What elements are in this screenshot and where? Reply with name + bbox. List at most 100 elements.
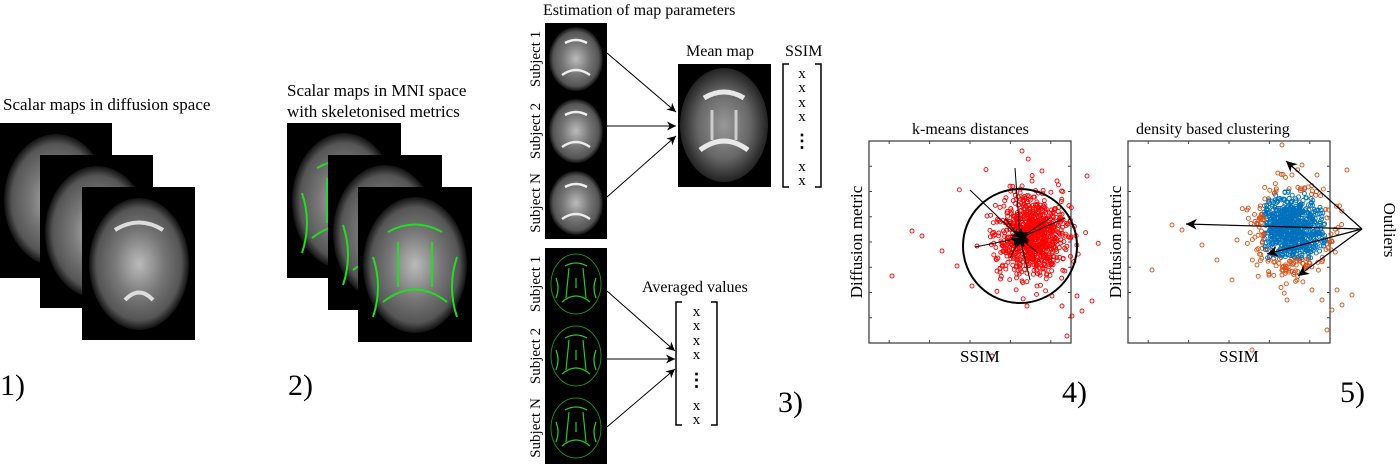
- data-point: [1020, 296, 1026, 302]
- data-point: [1334, 230, 1340, 235]
- data-point: [1255, 232, 1261, 238]
- outlier-point: [1064, 333, 1070, 339]
- panel-1-title: Scalar maps in diffusion space: [3, 95, 210, 114]
- outlier-arrow: [1266, 228, 1363, 257]
- outlier-point: [1234, 237, 1240, 243]
- mni-map-stack: [287, 123, 472, 342]
- data-point: [1024, 279, 1030, 285]
- data-point: [1271, 272, 1277, 278]
- data-point: [1038, 257, 1044, 263]
- data-point: [1017, 190, 1023, 196]
- vector-entry: x: [693, 318, 701, 334]
- data-point: [1329, 239, 1335, 245]
- data-point: [1041, 238, 1047, 244]
- data-point: [998, 249, 1004, 255]
- outliers-annotation: Outliers: [1380, 203, 1399, 258]
- data-point: [1042, 266, 1048, 272]
- data-point: [1276, 240, 1282, 246]
- data-point: [1026, 217, 1032, 223]
- panel-4-ylabel: Diffusion metric: [847, 185, 866, 298]
- outlier-point: [1324, 327, 1330, 333]
- panel-5-label: 5): [1340, 376, 1365, 409]
- data-point: [1274, 198, 1280, 204]
- data-point: [1288, 230, 1294, 236]
- data-point: [1030, 257, 1036, 263]
- data-point: [1287, 213, 1293, 219]
- data-point: [1057, 254, 1063, 260]
- panel-2-title-line1: Scalar maps in MNI space: [287, 81, 466, 100]
- data-point: [1287, 218, 1293, 223]
- outlier-point: [1339, 302, 1345, 308]
- subject-label: Subject 1: [528, 31, 544, 87]
- data-point: [1252, 211, 1257, 217]
- panel-4-label: 4): [1062, 376, 1087, 409]
- data-point: [1283, 174, 1288, 180]
- data-point: [1322, 221, 1328, 227]
- data-point: [1049, 214, 1055, 219]
- data-point: [1314, 231, 1320, 237]
- data-point: [996, 230, 1002, 236]
- data-point: [1271, 259, 1277, 265]
- data-point: [1318, 193, 1324, 199]
- data-point: [1273, 192, 1279, 198]
- data-point: [1060, 267, 1066, 273]
- data-point: [1271, 230, 1277, 236]
- outlier-arrow: [1297, 228, 1363, 277]
- data-point: [1286, 203, 1292, 209]
- data-point: [1014, 249, 1020, 255]
- data-point: [1299, 229, 1305, 235]
- data-point: [1314, 211, 1320, 217]
- outlier-arrow: [1285, 160, 1363, 230]
- data-point: [1003, 195, 1009, 201]
- data-point: [1257, 203, 1263, 209]
- arrow: [606, 290, 676, 352]
- outlier-point: [1249, 347, 1255, 353]
- vector-entry: x: [798, 80, 806, 96]
- data-point: [1323, 247, 1329, 252]
- data-point: [1033, 261, 1039, 266]
- data-point: [1298, 208, 1304, 214]
- outlier-point: [1279, 142, 1285, 148]
- data-point: [1282, 206, 1288, 212]
- outlier-point: [984, 213, 990, 219]
- data-point: [993, 245, 999, 251]
- data-point: [1066, 234, 1071, 240]
- data-point: [1304, 220, 1310, 226]
- outlier-point: [989, 353, 995, 359]
- panel-1-label: 1): [0, 369, 25, 402]
- vector-entry: x: [693, 412, 701, 428]
- data-point: [995, 218, 1001, 223]
- data-point: [1313, 189, 1319, 195]
- data-point: [1007, 277, 1013, 283]
- outlier-point: [1344, 167, 1350, 173]
- data-point: [1276, 227, 1281, 233]
- outlier-point: [1214, 257, 1220, 263]
- data-point: [1040, 228, 1046, 234]
- data-point: [1301, 223, 1307, 229]
- data-point: [1003, 248, 1009, 254]
- mni-map-image: [358, 187, 472, 342]
- data-point: [1033, 212, 1039, 218]
- data-point: [1063, 231, 1069, 237]
- ellipsis: ⋮: [793, 131, 811, 151]
- data-point: [1320, 186, 1326, 192]
- bracket: [782, 63, 822, 188]
- data-point: [1318, 232, 1324, 238]
- averaged-values-title: Averaged values: [642, 279, 748, 296]
- panel-5-title: density based clustering: [1136, 121, 1290, 138]
- outlier-point: [1019, 148, 1025, 154]
- data-point: [987, 234, 993, 240]
- data-point: [1291, 247, 1297, 253]
- vector-entry: x: [798, 95, 806, 111]
- data-point: [1063, 247, 1069, 253]
- outlier-point: [1039, 168, 1045, 174]
- outlier-point: [1029, 178, 1035, 184]
- data-point: [1295, 223, 1301, 229]
- panel-2: Scalar maps in MNI space with skeletonis…: [287, 81, 472, 402]
- data-point: [1278, 209, 1284, 215]
- data-point: [1282, 220, 1287, 226]
- ellipsis: ⋮: [688, 370, 706, 390]
